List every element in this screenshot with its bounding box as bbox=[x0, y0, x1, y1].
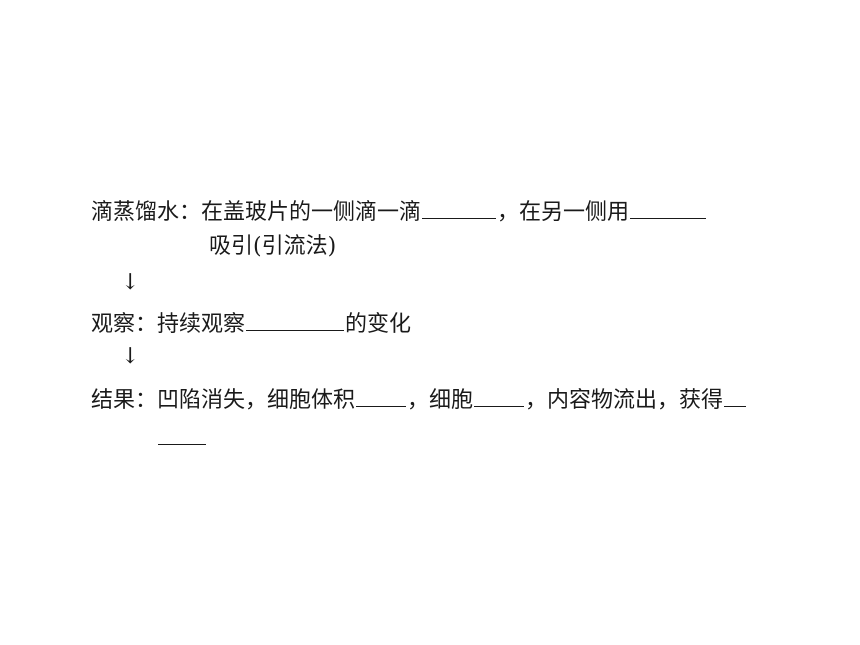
step3-blank-3b[interactable] bbox=[158, 422, 206, 445]
step1-line-2: 吸引(引流法) bbox=[209, 232, 336, 262]
step3-line: 结果：凹陷消失，细胞体积 ，细胞 ，内容物流出，获得 bbox=[91, 384, 747, 416]
step2-text-a: 持续观察 bbox=[157, 312, 246, 337]
step1-blank-2[interactable] bbox=[630, 196, 707, 219]
step1-line: 滴蒸馏水：在盖玻片的一侧滴一滴 ，在另一侧用 bbox=[91, 196, 707, 228]
step1-text-b: ，在另一侧用 bbox=[497, 200, 630, 225]
step3-text-c: ，内容物流出，获得 bbox=[525, 388, 724, 413]
flow-arrow-1: ↓ bbox=[121, 270, 140, 295]
step1-blank-1[interactable] bbox=[422, 196, 497, 219]
step3-blank-3a[interactable] bbox=[724, 384, 747, 407]
step3-blank-1[interactable] bbox=[356, 384, 407, 407]
flow-arrow-2: ↓ bbox=[121, 344, 140, 369]
step2-text-b: 的变化 bbox=[345, 312, 412, 337]
step3-text-b: ，细胞 bbox=[407, 388, 474, 413]
step3-line-2 bbox=[157, 422, 207, 454]
step2-blank-1[interactable] bbox=[246, 308, 345, 331]
step3-label: 结果： bbox=[91, 388, 158, 413]
step3-text-a: 凹陷消失，细胞体积 bbox=[157, 388, 356, 413]
step1-text-c: 吸引(引流法) bbox=[209, 234, 337, 259]
step2-label: 观察： bbox=[91, 312, 158, 337]
step1-label: 滴蒸馏水： bbox=[91, 200, 202, 225]
step3-blank-2[interactable] bbox=[474, 384, 525, 407]
step1-text-a: 在盖玻片的一侧滴一滴 bbox=[201, 200, 422, 225]
step2-line: 观察：持续观察 的变化 bbox=[91, 308, 411, 340]
